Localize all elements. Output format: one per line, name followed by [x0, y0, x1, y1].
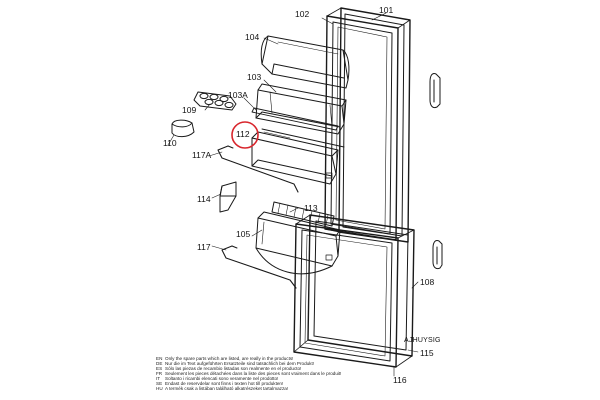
callout-102: 102 [295, 9, 310, 19]
callout-117: 117 [197, 242, 211, 252]
butter-compartment-lid [260, 35, 350, 89]
egg-tray [193, 91, 237, 111]
small-cover [171, 119, 195, 138]
lower-door-gasket [293, 214, 415, 368]
upper-wire-guard [217, 145, 299, 193]
callout-105: 105 [236, 229, 251, 239]
middle-door-shelf [251, 128, 345, 185]
document-code: AJHUYSIG [404, 337, 441, 344]
callout-114: 114 [197, 194, 211, 204]
callout-115: 115 [420, 348, 434, 358]
callout-112: 112 [236, 129, 250, 139]
upper-door-gasket [324, 7, 411, 243]
lower-wire-guard [221, 245, 297, 289]
leader-lines [167, 12, 419, 377]
callout-117a: 117A [192, 150, 212, 160]
door-clip [219, 181, 237, 213]
callout-110: 110 [163, 138, 177, 148]
callout-103a: 103A [228, 90, 248, 100]
upper-door-handle [429, 73, 441, 109]
callout-108: 108 [420, 277, 435, 287]
shelf-retaining-bar [251, 107, 339, 131]
bottle-rack-insert [271, 201, 335, 227]
callout-103: 103 [247, 72, 262, 82]
callout-109: 109 [182, 105, 197, 115]
highlight-circle [231, 121, 259, 149]
lower-door-handle [432, 240, 443, 270]
callout-116: 116 [393, 375, 407, 385]
callout-113: 113 [304, 203, 318, 213]
callout-101: 101 [379, 5, 394, 15]
bottle-shelf [255, 211, 341, 275]
callout-104: 104 [245, 32, 260, 42]
